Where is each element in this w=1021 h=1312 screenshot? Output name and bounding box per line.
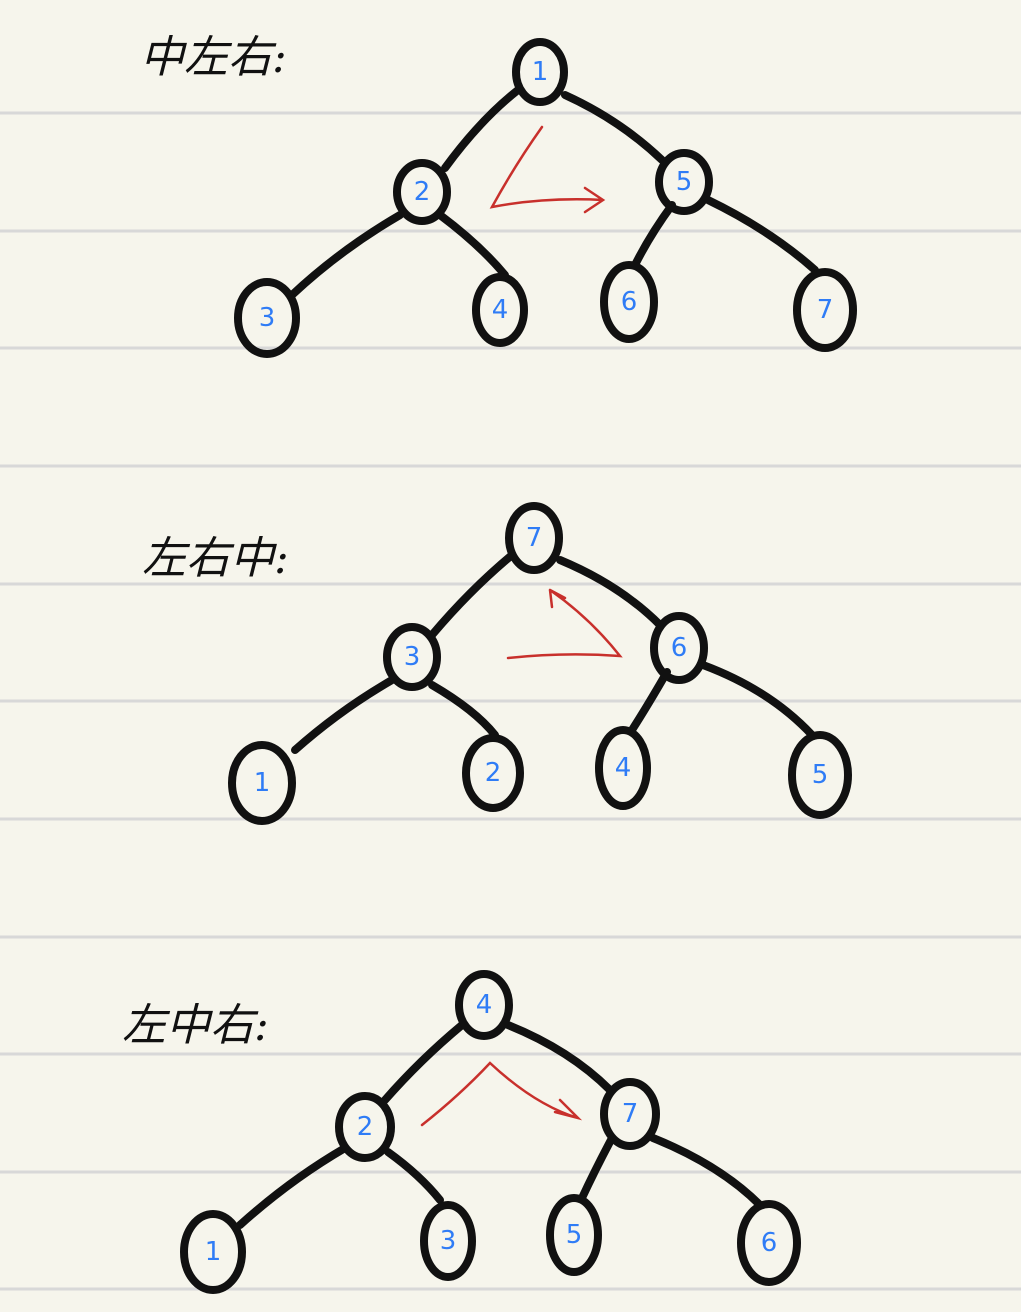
- tree-node: 2: [393, 159, 451, 225]
- edge: [631, 201, 676, 269]
- node-label: 5: [566, 1220, 583, 1250]
- node-circle: [600, 1078, 660, 1150]
- edge: [649, 1134, 764, 1209]
- node-circle: [393, 159, 451, 225]
- node-circle: [505, 502, 563, 574]
- node-circle: [462, 734, 524, 812]
- tree-node: 4: [472, 273, 528, 347]
- tree-node: 7: [600, 1078, 660, 1150]
- node-circle: [228, 741, 296, 825]
- edge: [556, 556, 664, 629]
- node-label: 2: [357, 1112, 374, 1142]
- diagram-postorder: 左右中: 7 3 6 1 2: [142, 502, 852, 825]
- tree-node: 7: [793, 268, 857, 352]
- tree-node: 5: [546, 1194, 602, 1276]
- tree-node: 1: [228, 741, 296, 825]
- edge: [381, 1021, 466, 1104]
- node-circle: [383, 623, 441, 691]
- edge: [236, 1144, 349, 1229]
- node-label: 3: [404, 642, 421, 672]
- edge: [699, 661, 816, 739]
- node-label: 5: [812, 760, 829, 790]
- node-label: 1: [532, 57, 549, 87]
- tree-node: 2: [335, 1092, 395, 1162]
- traversal-arrow: [420, 1061, 583, 1127]
- node-label: 6: [671, 633, 688, 663]
- tree-node: 6: [737, 1200, 801, 1286]
- node-circle: [335, 1092, 395, 1162]
- tree-node: 4: [455, 970, 513, 1040]
- node-label: 7: [526, 523, 543, 553]
- tree-node: 5: [788, 731, 852, 819]
- node-label: 6: [761, 1228, 778, 1258]
- node-label: 4: [615, 753, 632, 783]
- tree-node: 1: [180, 1210, 246, 1294]
- edge: [704, 196, 819, 274]
- node-label: 2: [414, 177, 431, 207]
- node-label: 1: [254, 768, 271, 798]
- node-circle: [655, 149, 713, 215]
- ruled-lines: [0, 111, 1021, 1291]
- diagram-preorder: 中左右: 1 2 5 3 4: [140, 32, 857, 358]
- edge: [561, 91, 666, 164]
- node-label: 2: [485, 758, 502, 788]
- node-circle: [600, 261, 658, 343]
- node-circle: [512, 38, 568, 106]
- edge: [428, 681, 499, 739]
- tree-node: 7: [505, 502, 563, 574]
- tree-node: 2: [462, 734, 524, 812]
- tree-edges: [236, 1021, 764, 1229]
- diagram-inorder: 左中右: 4 2 7 1 3: [122, 970, 801, 1294]
- node-circle: [788, 731, 852, 819]
- tree-node: 3: [383, 623, 441, 691]
- node-label: 7: [622, 1099, 639, 1129]
- tree-node: 3: [234, 278, 300, 358]
- tree-edges: [288, 86, 819, 299]
- node-label: 1: [205, 1237, 222, 1267]
- node-label: 3: [440, 1226, 457, 1256]
- edge: [428, 551, 516, 639]
- node-circle: [650, 612, 708, 684]
- tree-node: 5: [655, 149, 713, 215]
- diagram-title: 中左右:: [140, 32, 287, 83]
- edge: [504, 1021, 614, 1094]
- edge: [288, 211, 404, 299]
- diagram-title: 左中右:: [122, 1000, 269, 1051]
- diagram-title: 左右中:: [142, 533, 289, 584]
- node-label: 5: [676, 167, 693, 197]
- edge: [384, 1148, 444, 1204]
- node-circle: [737, 1200, 801, 1286]
- edge: [291, 676, 396, 754]
- node-circle: [472, 273, 528, 347]
- node-circle: [180, 1210, 246, 1294]
- node-circle: [546, 1194, 602, 1276]
- tree-node: 3: [420, 1201, 476, 1281]
- edge: [436, 211, 509, 279]
- node-label: 7: [817, 295, 834, 325]
- tree-node: 4: [595, 726, 651, 810]
- node-circle: [420, 1201, 476, 1281]
- traversal-arrow: [506, 588, 623, 660]
- node-label: 6: [621, 287, 638, 317]
- node-label: 4: [492, 295, 509, 325]
- node-circle: [455, 970, 513, 1040]
- tree-node: 6: [650, 612, 708, 684]
- tree-node: 6: [600, 261, 658, 343]
- node-label: 4: [476, 990, 493, 1020]
- node-circle: [234, 278, 300, 358]
- tree-node: 1: [512, 38, 568, 106]
- traversal-arrow: [489, 125, 606, 214]
- node-circle: [793, 268, 857, 352]
- node-circle: [595, 726, 651, 810]
- edge: [578, 1134, 616, 1202]
- node-label: 3: [259, 303, 276, 333]
- edge: [441, 86, 522, 172]
